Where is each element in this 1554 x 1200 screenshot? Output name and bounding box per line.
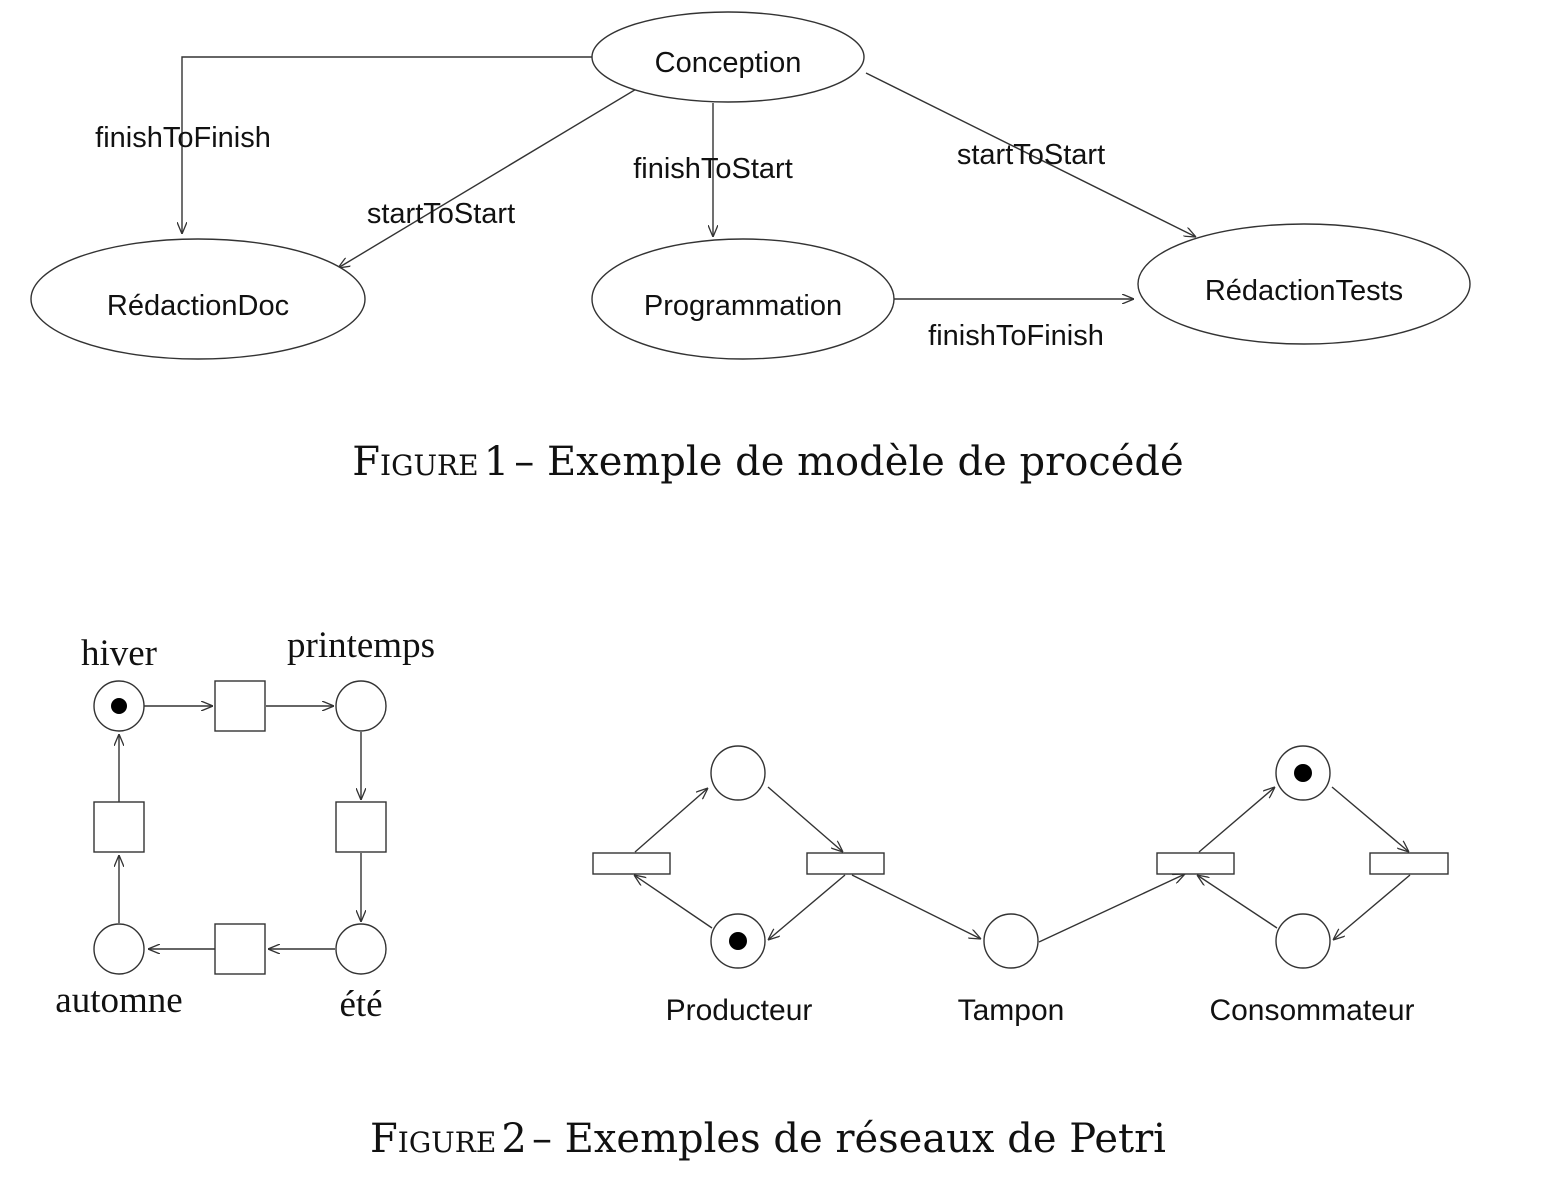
node-programmation: Programmation xyxy=(591,238,895,360)
place xyxy=(710,745,766,801)
token xyxy=(111,698,127,714)
arc xyxy=(1038,874,1185,943)
place-automne xyxy=(93,923,145,975)
net-label: Tampon xyxy=(958,994,1065,1027)
place-label: été xyxy=(339,984,382,1025)
caption-number: 1 xyxy=(484,439,509,485)
transition xyxy=(335,801,387,853)
arc xyxy=(1198,787,1275,853)
token xyxy=(729,932,747,950)
figure-1-caption: Figure 1 – Exemple de modèle de procédé xyxy=(352,439,1183,485)
transition xyxy=(806,852,885,875)
token xyxy=(1294,764,1312,782)
transition xyxy=(1156,852,1235,875)
node-label: RédactionDoc xyxy=(107,290,289,322)
figure-2-caption: Figure 2 – Exemples de réseaux de Petri xyxy=(370,1116,1166,1162)
arc xyxy=(634,875,713,929)
edge-conception-doc-start xyxy=(338,87,639,268)
caption-number: 2 xyxy=(501,1116,526,1162)
place-label: hiver xyxy=(81,633,157,674)
node-label: RédactionTests xyxy=(1205,275,1403,307)
node-label: Conception xyxy=(655,47,802,79)
edge-label: finishToFinish xyxy=(95,122,271,154)
edge-conception-doc-finish xyxy=(182,56,592,234)
node-label: Programmation xyxy=(644,290,842,322)
place-label: printemps xyxy=(287,625,435,666)
edge-conception-tests xyxy=(865,72,1196,237)
seasons-petri-net: hiver printemps été automne xyxy=(55,625,435,1025)
producer-consumer-petri-net: Producteur Tampon Consommateur xyxy=(592,745,1449,1027)
net-label: Producteur xyxy=(666,994,813,1027)
transition xyxy=(93,801,145,853)
process-model-diagram: Conception RédactionDoc Programmation Ré… xyxy=(30,11,1471,360)
caption-text: – Exemple de modèle de procédé xyxy=(514,439,1183,485)
edge-label: startToStart xyxy=(367,198,515,230)
node-redaction-doc: RédactionDoc xyxy=(30,238,366,360)
place xyxy=(1275,913,1331,969)
arc xyxy=(634,788,708,853)
edge-label: startToStart xyxy=(957,139,1105,171)
transition xyxy=(592,852,671,875)
arc xyxy=(1197,875,1278,929)
place-label: automne xyxy=(55,980,182,1021)
place-tampon xyxy=(983,913,1039,969)
transition xyxy=(214,680,266,732)
net-label: Consommateur xyxy=(1209,994,1414,1027)
caption-label: Figure xyxy=(370,1116,496,1162)
caption-text: – Exemples de réseaux de Petri xyxy=(532,1116,1166,1162)
place-printemps xyxy=(335,680,387,732)
transition xyxy=(214,923,266,975)
arc xyxy=(767,786,843,852)
node-redaction-tests: RédactionTests xyxy=(1137,223,1471,345)
edge-label: finishToFinish xyxy=(928,320,1104,352)
caption-label: Figure xyxy=(352,439,478,485)
edge-label: finishToStart xyxy=(633,153,793,185)
arc xyxy=(768,874,846,940)
place-ete xyxy=(335,923,387,975)
arc xyxy=(1331,786,1409,852)
arc xyxy=(1333,874,1411,940)
node-conception: Conception xyxy=(591,11,865,103)
arc xyxy=(851,874,981,939)
transition xyxy=(1369,852,1449,875)
